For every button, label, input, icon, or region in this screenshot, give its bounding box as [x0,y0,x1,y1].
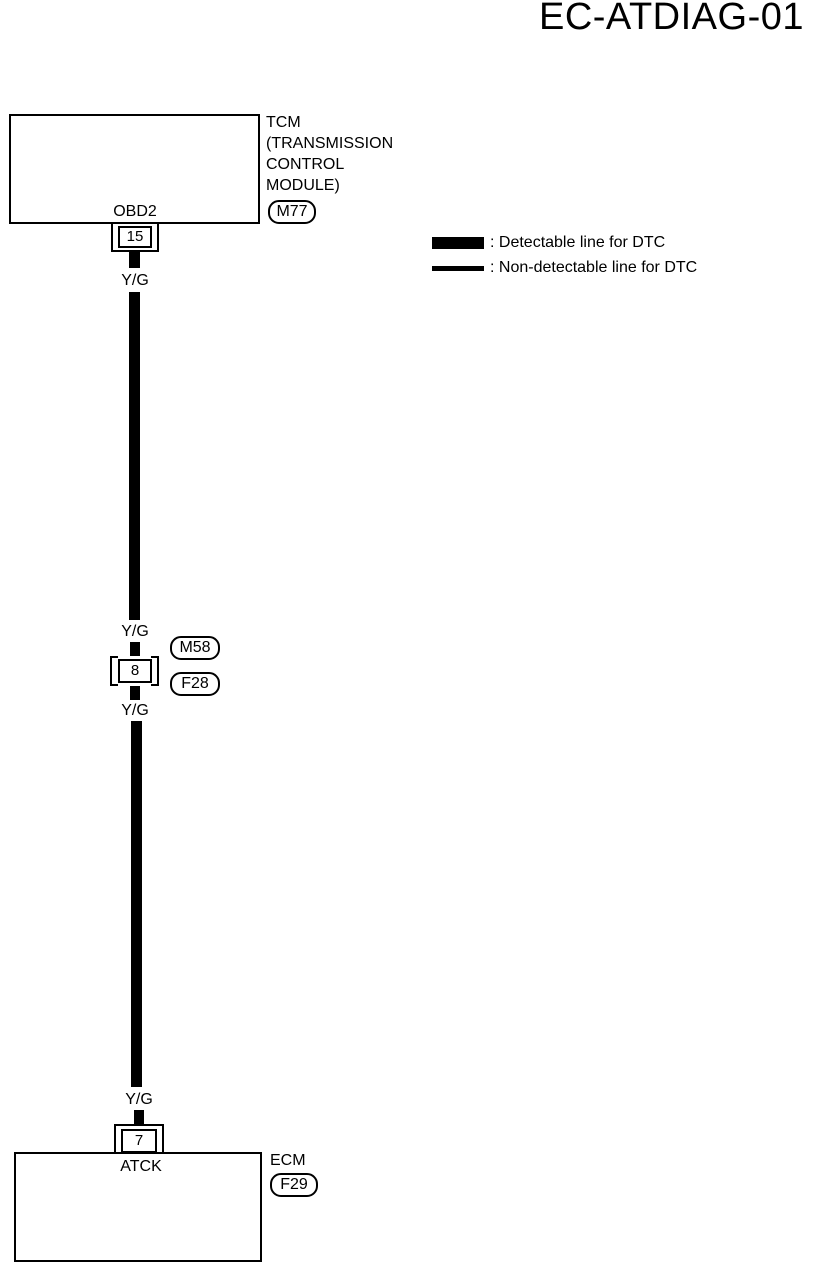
tcm-label: TCM (TRANSMISSION CONTROL MODULE) [266,112,393,196]
detectable-wire-segment-1 [129,292,140,620]
ecm-label: ECM [270,1152,306,1169]
legend-detectable-swatch [432,237,484,249]
wire-stub-joint-bottom [130,686,140,700]
wire-color-label-1: Y/G [121,272,149,289]
joint-connector-id-bottom: F28 [170,672,220,696]
wire-stub-ecm [134,1110,144,1124]
detectable-wire-segment-2 [131,721,142,1087]
tcm-terminal-label: OBD2 [113,203,157,220]
tcm-connector-bracket [111,224,159,252]
legend-detectable-text: : Detectable line for DTC [490,234,666,251]
joint-pin: 8 [118,659,152,683]
joint-connector-bracket-right [151,656,159,686]
tcm-label-line-1: TCM [266,114,301,131]
wire-stub-joint-top [130,642,140,656]
tcm-pin: 15 [118,226,152,248]
tcm-label-line-3: CONTROL [266,156,345,173]
page-title: EC-ATDIAG-01 [538,0,804,38]
joint-connector-id-top: M58 [170,636,220,660]
wire-color-label-3: Y/G [121,702,149,719]
tcm-box [9,114,260,224]
legend-non-detectable-swatch [432,266,484,271]
wire-stub-tcm [129,252,140,268]
tcm-connector-id: M77 [268,200,316,224]
joint-connector-bracket-left [110,656,118,686]
ecm-connector-id: F29 [270,1173,318,1197]
tcm-label-line-2: (TRANSMISSION [266,135,394,152]
tcm-label-line-4: MODULE) [266,177,340,194]
wire-color-label-2: Y/G [121,623,149,640]
ecm-box [14,1152,262,1262]
wire-color-label-4: Y/G [125,1091,153,1108]
ecm-connector-bracket [114,1124,164,1154]
legend-non-detectable-text: : Non-detectable line for DTC [490,259,698,276]
ecm-pin: 7 [121,1129,157,1153]
ecm-terminal-label: ATCK [120,1158,162,1175]
